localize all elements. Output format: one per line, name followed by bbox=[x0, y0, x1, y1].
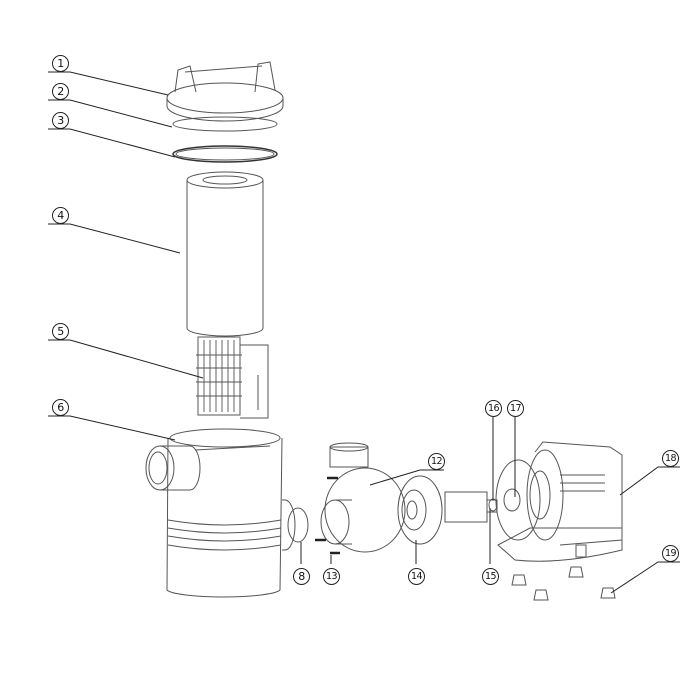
part-lid-o-ring bbox=[172, 116, 278, 132]
callout-2: 2 bbox=[52, 83, 69, 100]
callout-5: 5 bbox=[52, 323, 69, 340]
callout-19: 19 bbox=[662, 545, 679, 562]
part-strainer-housing bbox=[145, 428, 296, 598]
part-filter-cartridge bbox=[186, 171, 264, 337]
callout-3: 3 bbox=[52, 112, 69, 129]
part-motor bbox=[497, 441, 623, 562]
part-o-ring bbox=[287, 507, 309, 543]
part-strainer-basket bbox=[196, 336, 269, 419]
part-screws bbox=[315, 476, 340, 555]
leader-lines bbox=[48, 71, 680, 594]
part-feet bbox=[511, 566, 616, 601]
callout-15: 15 bbox=[482, 568, 499, 585]
part-basket-ring bbox=[172, 145, 278, 163]
callout-16: 16 bbox=[485, 400, 502, 417]
callout-12: 12 bbox=[428, 453, 445, 470]
callout-14: 14 bbox=[408, 568, 425, 585]
callout-13: 13 bbox=[323, 568, 340, 585]
part-diffuser bbox=[397, 475, 443, 545]
callout-18: 18 bbox=[662, 450, 679, 467]
part-seal-plate-o-ring bbox=[495, 459, 541, 541]
callout-4: 4 bbox=[52, 207, 69, 224]
part-rotor bbox=[444, 488, 521, 523]
callout-6: 6 bbox=[52, 399, 69, 416]
callout-17: 17 bbox=[507, 400, 524, 417]
callout-8: 8 bbox=[293, 568, 310, 585]
callout-1: 1 bbox=[52, 55, 69, 72]
part-lid bbox=[166, 61, 284, 122]
part-pump-housing bbox=[320, 442, 406, 553]
